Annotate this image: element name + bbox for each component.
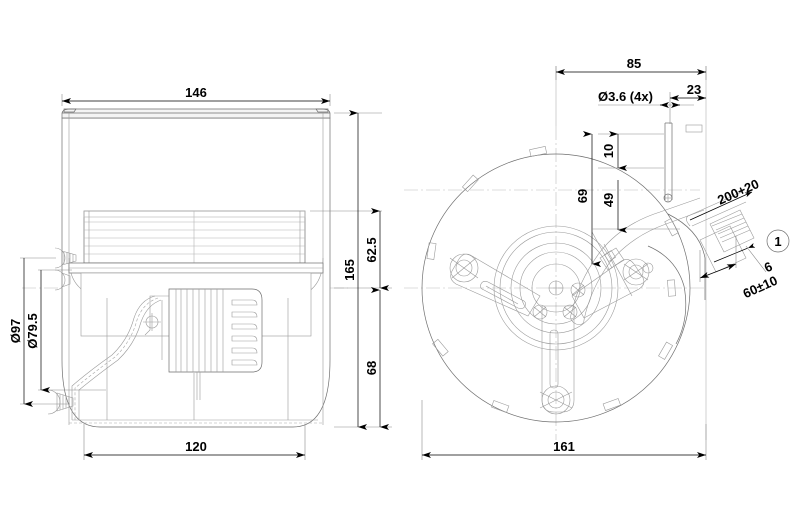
- front-inlet-grille: [83, 210, 306, 264]
- dim-label-200: 200+20: [715, 176, 761, 207]
- dim-label-68: 68: [364, 361, 379, 375]
- side-bore-ring-3: [510, 242, 602, 334]
- dim-side-offset-10: 10: [598, 131, 664, 171]
- dim-label-120: 120: [185, 439, 207, 454]
- side-view: 85 23 Ø3.6 (4x) 10 69: [404, 56, 790, 460]
- side-volute-outline: [667, 213, 706, 300]
- dim-front-heights: 165 62.5 68: [310, 110, 392, 430]
- side-volute-inner: [647, 245, 687, 345]
- front-motor-assembly: [168, 288, 263, 400]
- dim-label-dia795: Ø79.5: [25, 313, 40, 348]
- dim-label-85: 85: [627, 56, 641, 71]
- dim-label-49: 49: [601, 193, 616, 207]
- dim-side-height-49: 49: [592, 180, 680, 233]
- side-bore-ring-4: [519, 251, 593, 325]
- dim-front-width-146: 146: [61, 85, 331, 106]
- side-motor-spokes: [449, 253, 650, 415]
- dim-front-width-120: 120: [83, 424, 306, 460]
- dim-label-dia36: Ø3.6 (4x): [598, 89, 653, 104]
- side-bore-ring-1: [493, 225, 619, 351]
- side-housing-outer-circle: [421, 153, 691, 423]
- dim-label-161: 161: [553, 439, 575, 454]
- front-screw-mid: [54, 269, 71, 291]
- dim-side-width-85: 85: [555, 56, 707, 80]
- side-mounting-bracket: [663, 122, 703, 203]
- cable-end-detail: 200+20 6 60±10 1: [686, 176, 790, 301]
- dim-label-69: 69: [575, 189, 590, 203]
- cable-braid: [711, 213, 751, 243]
- dim-inlet-inner-dia: Ø79.5: [25, 269, 106, 393]
- dim-label-23: 23: [687, 82, 701, 97]
- dim-label-165: 165: [342, 259, 357, 281]
- callout-hole-dia36: Ø3.6 (4x): [598, 89, 694, 108]
- dim-side-width-161: 161: [421, 400, 707, 460]
- side-bore-ring-2: [499, 231, 613, 345]
- front-cable-route: [71, 295, 162, 420]
- dim-label-10: 10: [601, 144, 616, 158]
- dim-label-625: 62.5: [364, 237, 379, 262]
- dim-side-height-69: 69: [575, 131, 601, 267]
- dim-label-60: 60±10: [741, 273, 780, 301]
- dim-label-dia97: Ø97: [8, 319, 23, 344]
- front-bearing-bracket: [143, 295, 169, 360]
- balloon-circle: [766, 229, 790, 253]
- side-housing-tabs: [426, 146, 679, 413]
- dim-label-146: 146: [185, 85, 207, 100]
- front-screw-top: [54, 247, 77, 269]
- balloon-label-1: 1: [774, 234, 781, 249]
- side-cable-route: [570, 197, 705, 325]
- front-screw-bottom: [47, 389, 74, 415]
- dim-side-width-23: 23: [669, 82, 706, 124]
- front-view: 146 120 Ø97 Ø79.5: [8, 85, 392, 460]
- dim-inlet-outer-dia: Ø97: [8, 257, 70, 407]
